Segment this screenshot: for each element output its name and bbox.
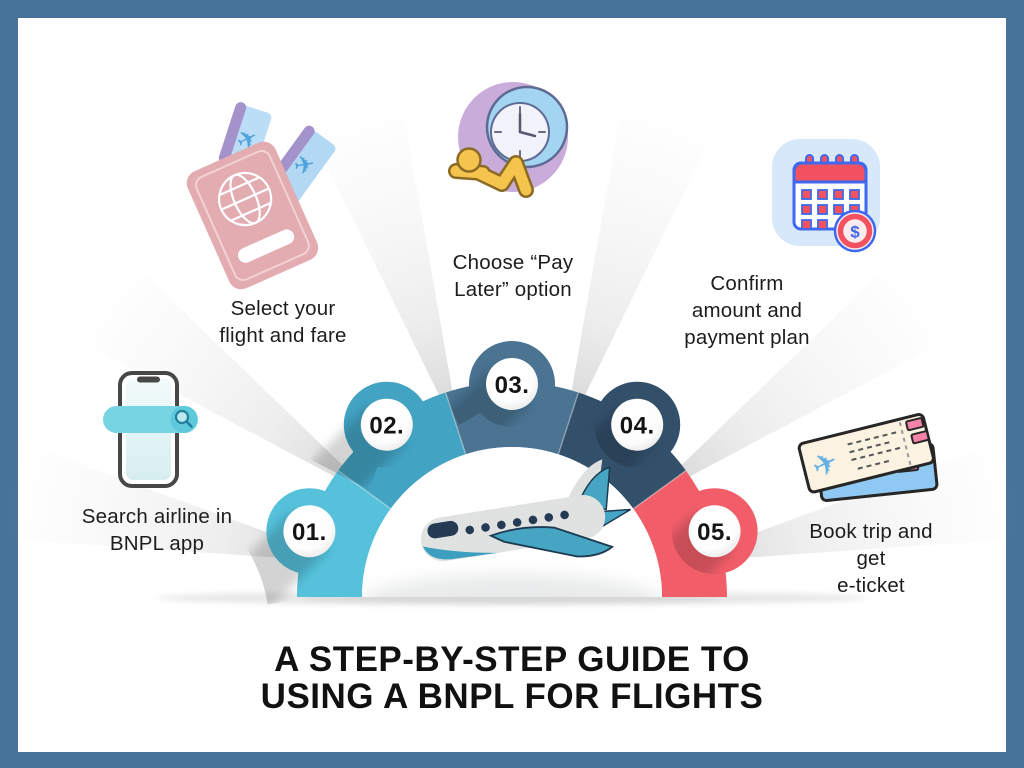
dollar-coin: $ [833, 209, 877, 253]
flight-tickets-icon: ✈ [797, 413, 939, 503]
svg-text:$: $ [850, 223, 860, 242]
snoozing-clock-icon [448, 82, 569, 198]
calendar-dollar-icon: $ [772, 139, 880, 253]
step-ball-3: 03. [486, 358, 538, 410]
ticket-text-lines [847, 431, 901, 470]
step-number-3: 03. [495, 372, 530, 399]
step-ball-2: 02. [360, 398, 413, 451]
page-title: A STEP-BY-STEP GUIDE TO USING A BNPL FOR… [260, 640, 764, 717]
step-ball-5: 05. [688, 505, 741, 558]
svg-text:✈: ✈ [292, 150, 317, 181]
step-label-5: Book trip and get e-ticket [809, 520, 933, 598]
passport-cover [186, 141, 319, 290]
clock-ticks [494, 106, 546, 158]
step-number-5: 05. [697, 519, 732, 546]
step-label-1: Search airline in BNPL app [81, 505, 233, 556]
step-ball-1: 01. [283, 505, 336, 558]
step-number-2: 02. [369, 413, 404, 440]
ticket-front: ✈ [797, 413, 935, 494]
airplane-windows [465, 510, 569, 535]
step-label-3: Choose “Pay Later” option [452, 251, 574, 302]
step-label-2: Select your flight and fare [219, 297, 347, 348]
passport-tickets-icon: ✈ ✈ [186, 102, 336, 290]
globe-emblem [218, 171, 273, 227]
step-balls: 01. 02. 03. 04. 05. [283, 358, 741, 558]
phone-search-icon [103, 371, 198, 488]
airplane-illustration [420, 459, 631, 562]
magnifier-icon [174, 409, 193, 428]
clock-hands [518, 112, 537, 138]
step-ball-4: 04. [611, 398, 664, 451]
step-number-4: 04. [620, 413, 655, 440]
step-number-1: 01. [292, 519, 327, 546]
step-label-4: Confirm amount and payment plan [684, 272, 810, 350]
calendar-grid [801, 189, 860, 230]
resting-person [448, 147, 534, 198]
